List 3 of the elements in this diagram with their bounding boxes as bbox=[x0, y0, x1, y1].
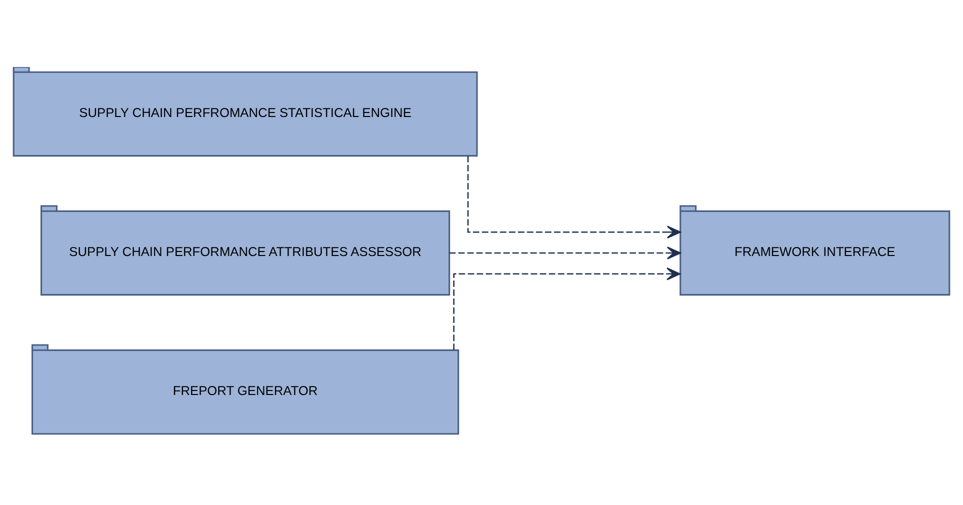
arrow bbox=[467, 155, 681, 238]
arrow bbox=[449, 246, 681, 259]
arrow bbox=[453, 266, 681, 350]
